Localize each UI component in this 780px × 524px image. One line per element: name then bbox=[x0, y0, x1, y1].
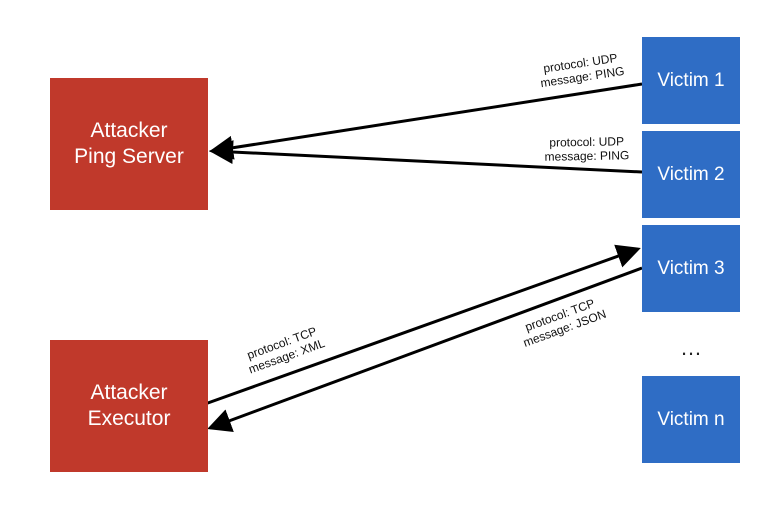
victim-3-label: Victim 3 bbox=[657, 257, 725, 279]
victim-1-label: Victim 1 bbox=[657, 69, 725, 91]
ping-server-label-line1: Attacker bbox=[90, 118, 168, 142]
more-victims-ellipsis: … bbox=[680, 335, 704, 360]
label-v2-protocol: protocol: UDP bbox=[549, 134, 624, 149]
victim-n-box: Victim n bbox=[642, 376, 740, 463]
label-v2-message: message: PING bbox=[544, 148, 629, 163]
victim-2-label: Victim 2 bbox=[657, 163, 725, 185]
ping-server-label-line2: Ping Server bbox=[74, 145, 184, 168]
victim-3-box: Victim 3 bbox=[642, 225, 740, 312]
arrow-victim3-to-executor bbox=[207, 266, 643, 432]
victim-n-label: Victim n bbox=[657, 408, 725, 430]
arrow-executor-to-victim3 bbox=[204, 244, 641, 406]
arrow-victim2-to-ping-server bbox=[209, 140, 643, 174]
attacker-executor-box: Attacker Executor bbox=[50, 340, 208, 472]
arrow-victim1-to-ping-server bbox=[209, 82, 643, 160]
executor-label-line1: Attacker bbox=[90, 380, 168, 404]
victim-2-box: Victim 2 bbox=[642, 131, 740, 218]
attacker-ping-server-box: Attacker Ping Server bbox=[50, 78, 208, 210]
executor-label-line2: Executor bbox=[87, 407, 171, 430]
victim-1-box: Victim 1 bbox=[642, 37, 740, 124]
